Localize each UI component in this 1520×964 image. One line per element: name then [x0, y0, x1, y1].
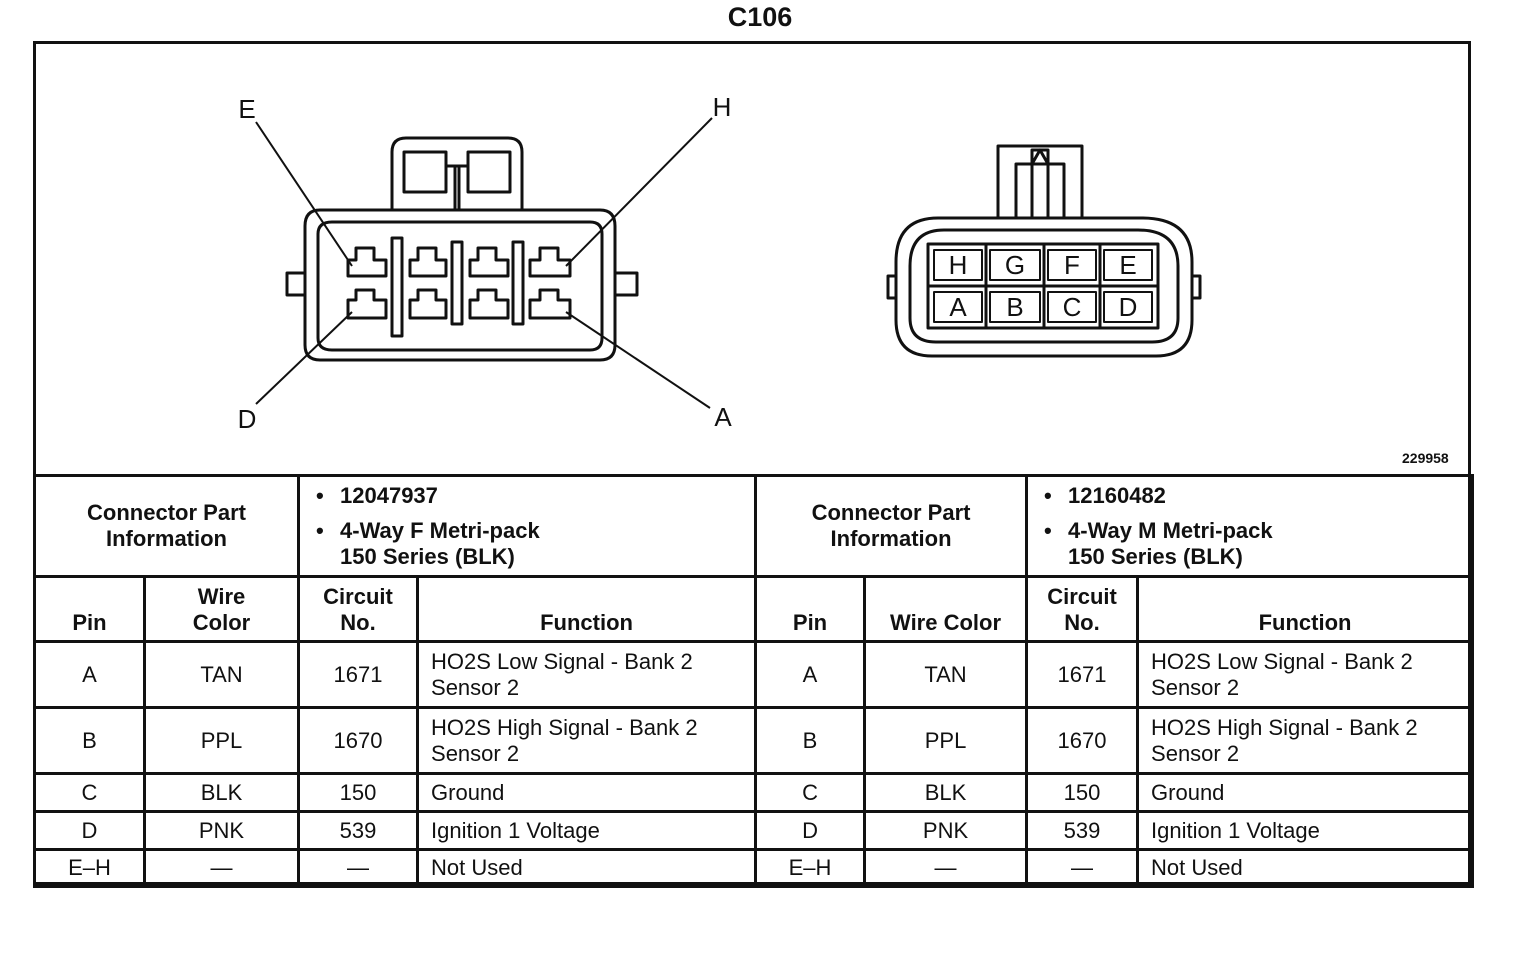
callout-d: D	[238, 404, 257, 434]
male-connector-drawing	[886, 144, 1202, 358]
pin-label-e: E	[1119, 250, 1136, 280]
left-part-series: 150 Series (BLK)	[340, 544, 515, 569]
pin-label-f: F	[1064, 250, 1080, 280]
right-part-desc: 4-Way M Metri-pack	[1044, 518, 1471, 544]
right-header-wire: Wire Color	[863, 575, 1029, 643]
left-part-number: 12047937	[316, 483, 754, 509]
callout-e: E	[238, 94, 255, 124]
left-part-details: 12047937 4-Way F Metri-pack 150 Series (…	[297, 474, 758, 578]
connector-table: Connector Part Information 12047937 4-Wa…	[32, 474, 1475, 888]
right-info-label: Connector Part Information	[754, 474, 1029, 578]
pin-label-b: B	[1006, 292, 1023, 322]
table-row: D PNK 539 Ignition 1 Voltage D PNK 539 I…	[33, 810, 1475, 851]
pin-label-g: G	[1005, 250, 1025, 280]
left-header-function: Function	[416, 575, 758, 643]
table-row: E–H — — Not Used E–H — — Not Used	[33, 848, 1475, 888]
callout-h: H	[713, 92, 732, 122]
right-part-number: 12160482	[1044, 483, 1471, 509]
callout-a: A	[714, 402, 732, 432]
right-header-pin: Pin	[754, 575, 867, 643]
left-header-pin: Pin	[33, 575, 146, 643]
figure-id: 229958	[1402, 450, 1449, 466]
left-part-desc: 4-Way F Metri-pack	[316, 518, 754, 544]
female-connector-drawing	[255, 117, 713, 409]
table-row: C BLK 150 Ground C BLK 150 Ground	[33, 772, 1475, 813]
pin-label-d: D	[1119, 292, 1138, 322]
part-info-row: Connector Part Information 12047937 4-Wa…	[32, 474, 1475, 578]
pin-label-c: C	[1063, 292, 1082, 322]
connector-drawings: E H D A H G F E A B C D	[238, 92, 1202, 434]
right-part-series: 150 Series (BLK)	[1068, 544, 1243, 569]
right-header-function: Function	[1136, 575, 1475, 643]
diagram-title: C106	[727, 2, 793, 32]
right-part-details: 12160482 4-Way M Metri-pack 150 Series (…	[1025, 474, 1475, 578]
pin-label-h: H	[949, 250, 968, 280]
left-info-label: Connector Part Information	[32, 474, 301, 578]
pin-label-a: A	[949, 292, 967, 322]
